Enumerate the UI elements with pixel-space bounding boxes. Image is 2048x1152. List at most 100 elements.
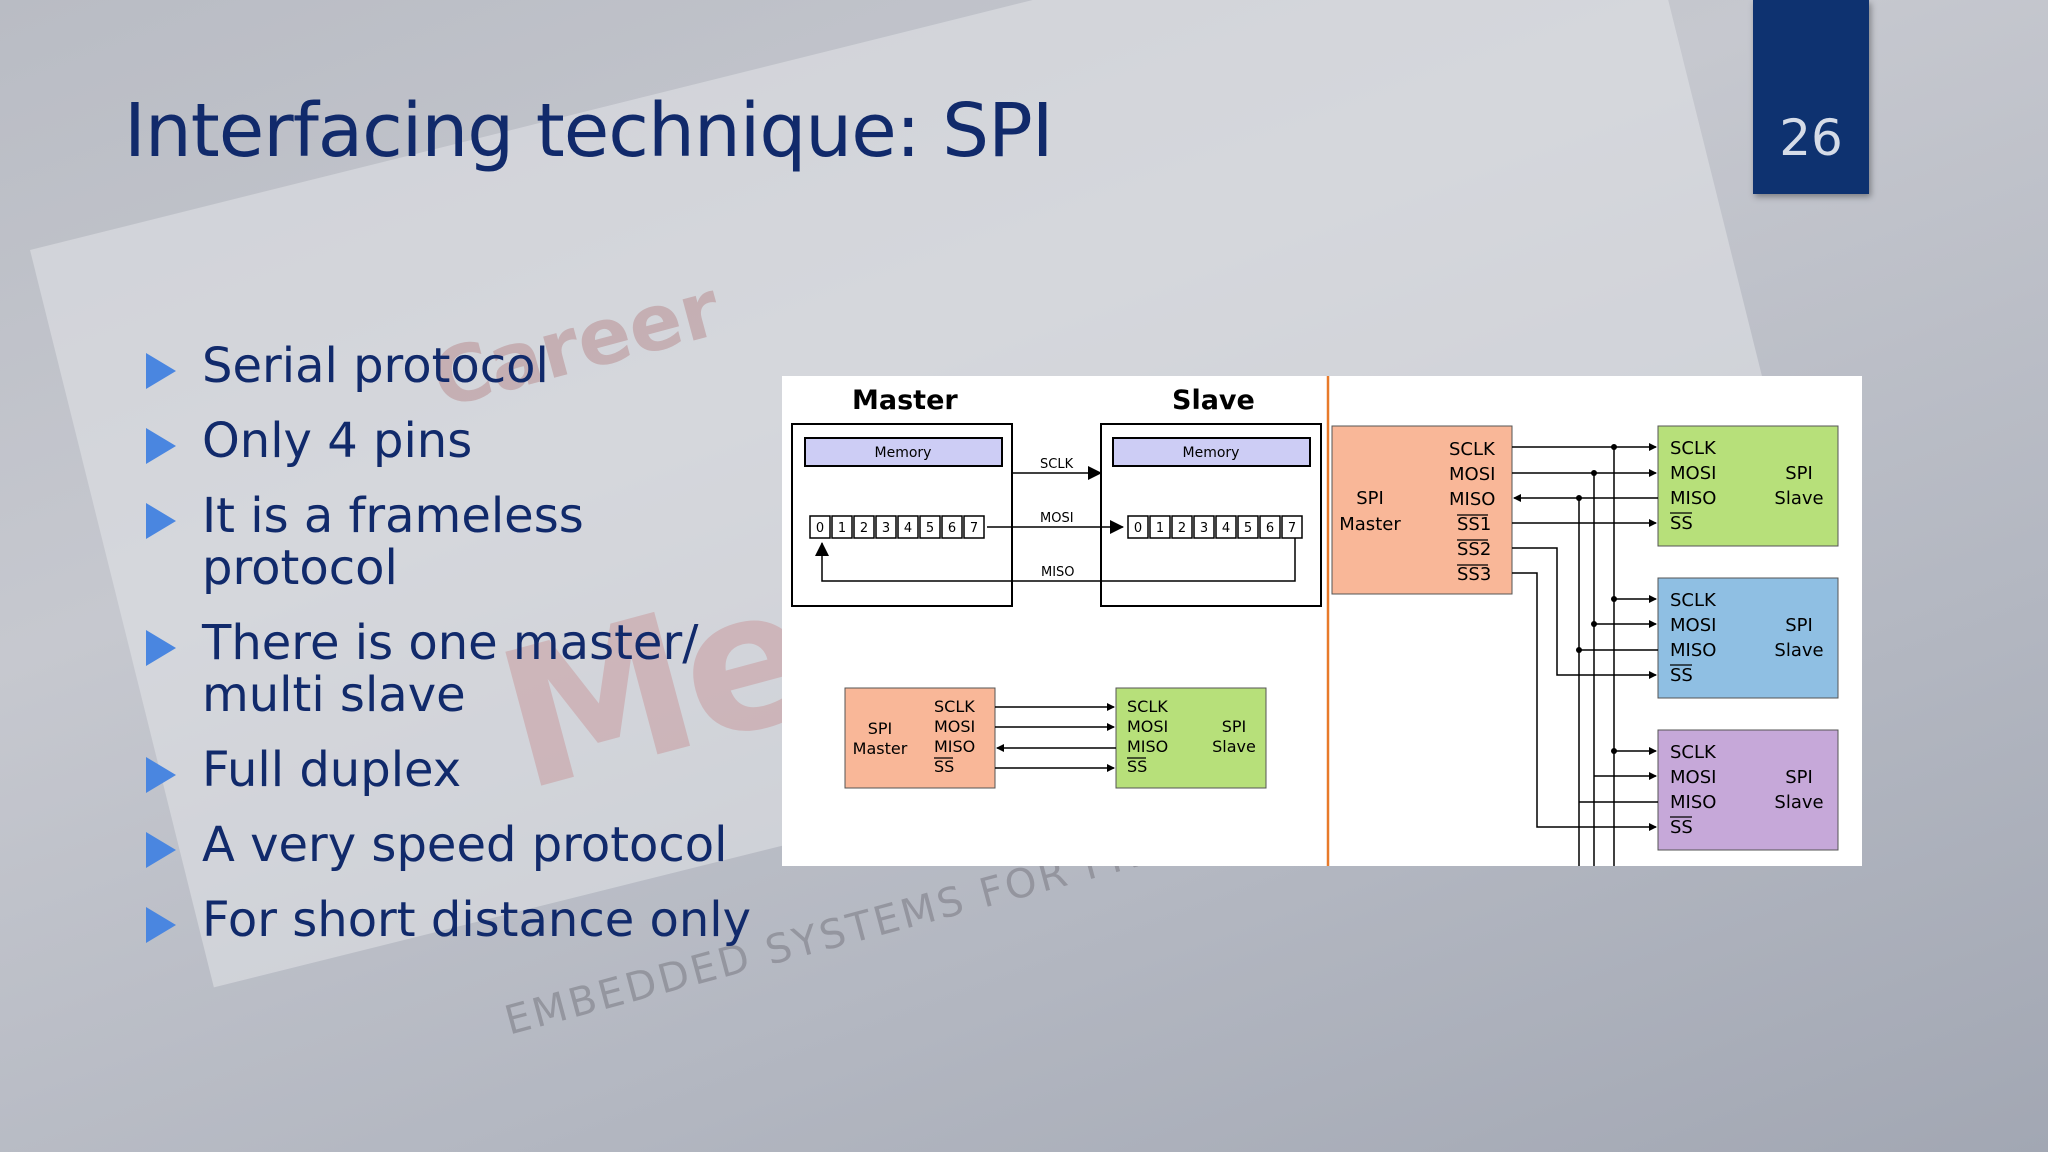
slave-3-sclk: SCLK (1670, 742, 1717, 763)
master-register-cell (831, 515, 853, 539)
slave-2-ss: SS (1670, 665, 1693, 686)
small-slave-word: Slave (1212, 737, 1256, 756)
multi-master-spi-text: SPI (1356, 488, 1384, 509)
slave-register-cell (1171, 515, 1193, 539)
bullet-item: Only 4 pins (140, 415, 780, 467)
master-register-cell (875, 515, 897, 539)
slave-memory (1112, 437, 1311, 467)
slave-3-spi-text: SPI (1785, 767, 1813, 788)
small-master-ss: SS (934, 757, 954, 776)
small-slave-ss: SS (1127, 757, 1147, 776)
bullet-arrow-icon (146, 832, 176, 868)
multi-master-ss2: SS2 (1457, 539, 1491, 560)
small-slave-miso: MISO (1127, 737, 1168, 756)
bullet-text: There is one master/ multi slave (202, 615, 699, 723)
bullet-arrow-icon (146, 630, 176, 666)
bullet-text: For short distance only (202, 892, 752, 948)
junction-dot (1591, 621, 1597, 627)
slave-memory-label: Memory (1183, 445, 1240, 461)
master-memory-label: Memory (875, 445, 932, 461)
small-master-miso: MISO (934, 737, 975, 756)
multi-master-mosi: MOSI (1449, 464, 1495, 485)
master-register-cell (963, 515, 985, 539)
master-memory (804, 437, 1003, 467)
slave-register-cell (1149, 515, 1171, 539)
junction-dot (1591, 470, 1597, 476)
bullet-text: It is a frameless protocol (202, 488, 584, 596)
master-register-bit: 6 (948, 521, 956, 536)
junction-dot (1611, 748, 1617, 754)
slave-1-spi-text: SPI (1785, 463, 1813, 484)
slave-register-cell (1215, 515, 1237, 539)
slave-3-ss: SS (1670, 817, 1693, 838)
slave-heading: Slave (1172, 385, 1255, 416)
master-register-cell (809, 515, 831, 539)
slave-2-spi-text: SPI (1785, 615, 1813, 636)
miso-label: MISO (1041, 565, 1075, 580)
bullet-text: Serial protocol (202, 338, 549, 394)
master-heading: Master (852, 385, 958, 416)
page-number-tab: 26 (1753, 0, 1869, 194)
slave-2-box (1657, 577, 1839, 699)
bullet-text: A very speed protocol (202, 817, 728, 873)
slave-register-bit: 5 (1244, 521, 1252, 536)
slave-3-word: Slave (1774, 792, 1823, 813)
slide-title: Interfacing technique: SPI (124, 88, 1054, 174)
slave-1-ss: SS (1670, 513, 1693, 534)
master-box (791, 423, 1013, 607)
master-register-bit: 4 (904, 521, 912, 536)
slave-2-word: Slave (1774, 640, 1823, 661)
bullet-arrow-icon (146, 503, 176, 539)
master-register-cell (919, 515, 941, 539)
small-spi-master-box (844, 687, 996, 789)
multi-master-word: Master (1339, 514, 1401, 535)
small-slave-mosi: MOSI (1127, 717, 1168, 736)
master-register-bit: 7 (970, 521, 978, 536)
bullet-item: It is a frameless protocol (140, 490, 780, 594)
master-register-bit: 0 (816, 521, 824, 536)
slave-3-mosi: MOSI (1670, 767, 1716, 788)
bullet-arrow-icon (146, 428, 176, 464)
slave-register-bit: 2 (1178, 521, 1186, 536)
mosi-label: MOSI (1040, 511, 1074, 526)
bullet-arrow-icon (146, 907, 176, 943)
slave-register-bit: 3 (1200, 521, 1208, 536)
multi-master-sclk: SCLK (1449, 439, 1496, 460)
slave-2-sclk: SCLK (1670, 590, 1717, 611)
junction-dot (1576, 495, 1582, 501)
slave-2-miso: MISO (1670, 640, 1716, 661)
small-slave-sclk: SCLK (1127, 697, 1168, 716)
slave-box (1100, 423, 1322, 607)
slave-register-bit: 0 (1134, 521, 1142, 536)
small-spi-slave-box (1115, 687, 1267, 789)
ss3-wire (1512, 572, 1657, 831)
miso-wire (815, 538, 1296, 582)
bullet-item: For short distance only (140, 894, 780, 946)
slave-register-cell (1259, 515, 1281, 539)
bullet-arrow-icon (146, 353, 176, 389)
junction-dot (1611, 596, 1617, 602)
small-slave-spi-text: SPI (1222, 717, 1247, 736)
small-master-word: Master (853, 739, 908, 758)
slave-1-miso: MISO (1670, 488, 1716, 509)
slave-1-box (1657, 425, 1839, 547)
slave-register-bit: 7 (1288, 521, 1296, 536)
slave-register-bit: 1 (1156, 521, 1164, 536)
junction-dot (1576, 647, 1582, 653)
slave-2-mosi: MOSI (1670, 615, 1716, 636)
slave-1-word: Slave (1774, 488, 1823, 509)
bullet-text: Full duplex (202, 742, 462, 798)
master-register-cell (897, 515, 919, 539)
master-register-bit: 5 (926, 521, 934, 536)
slave-register-bit: 6 (1266, 521, 1274, 536)
multi-spi-master-box (1331, 425, 1513, 595)
ss2-wire (1512, 547, 1657, 679)
multi-master-ss1: SS1 (1457, 514, 1491, 535)
sclk-label: SCLK (1040, 457, 1074, 472)
master-register-bit: 3 (882, 521, 890, 536)
bullet-item: Full duplex (140, 744, 780, 796)
master-register-bit: 2 (860, 521, 868, 536)
slave-1-mosi: MOSI (1670, 463, 1716, 484)
